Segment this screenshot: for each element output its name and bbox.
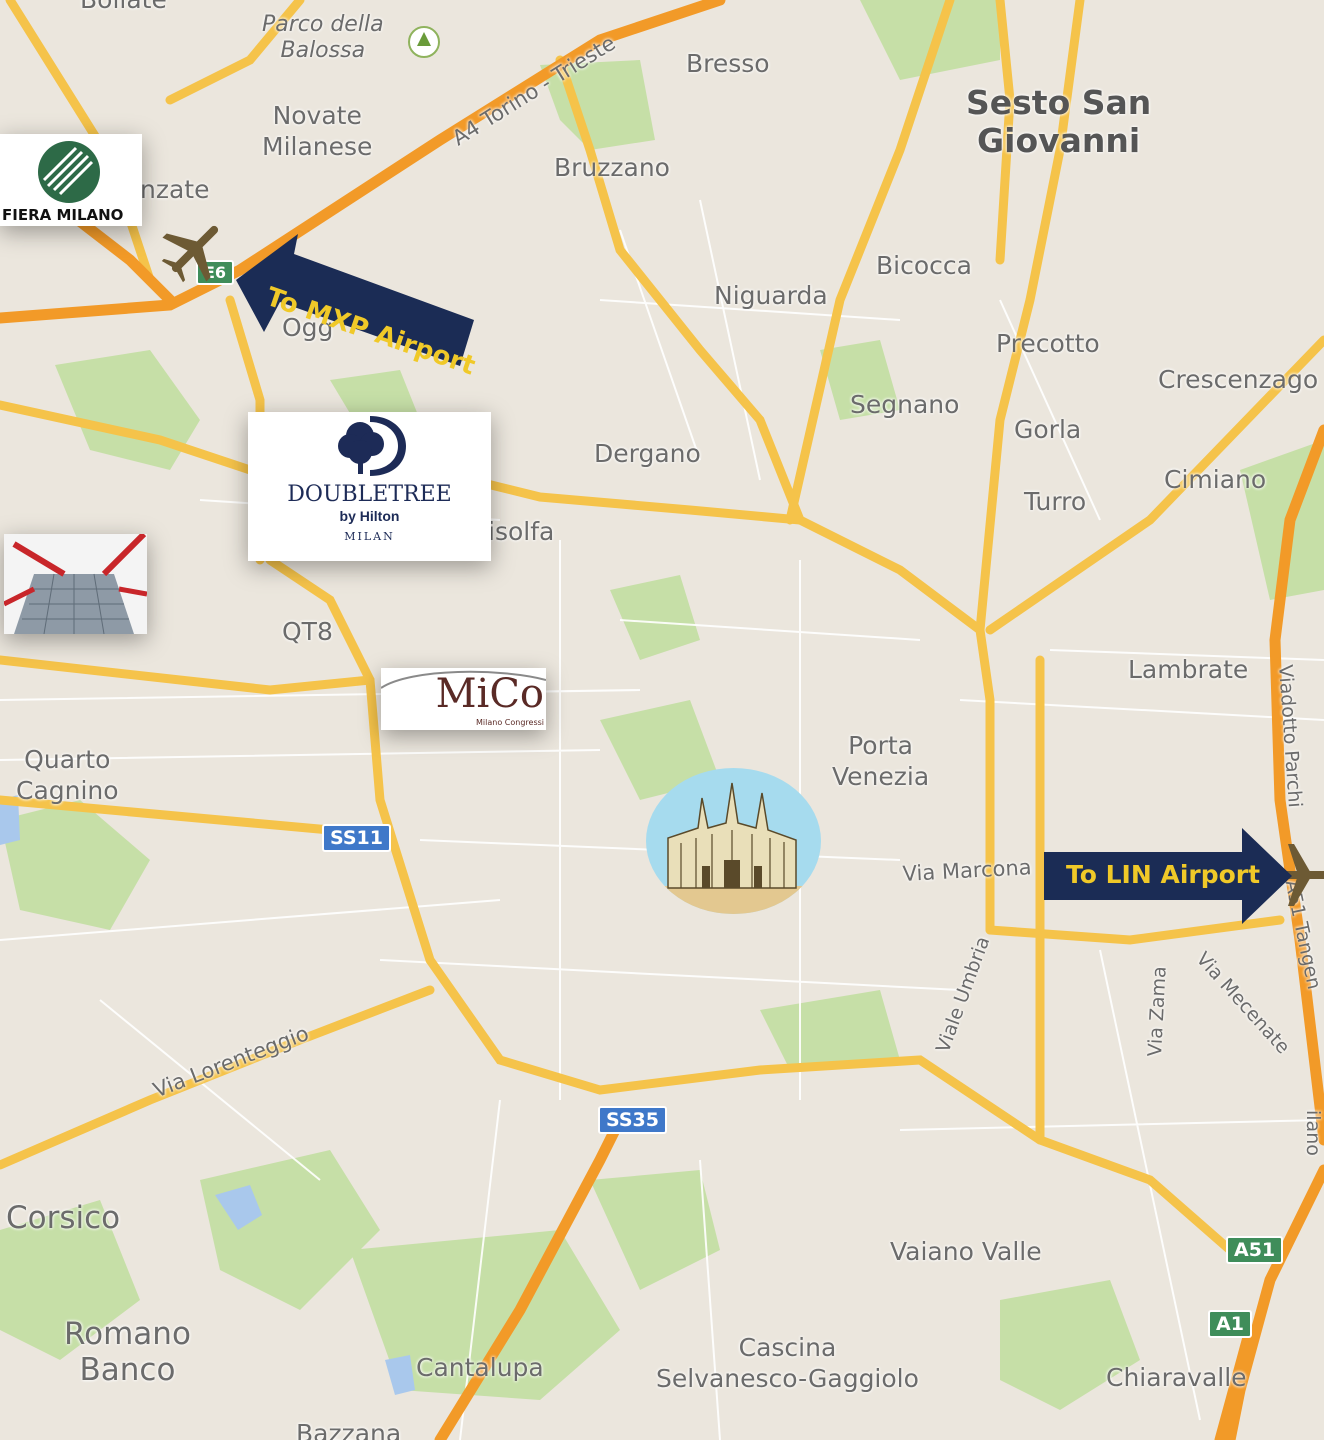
lin-airport-label: To LIN Airport	[1066, 860, 1261, 889]
place-qt8: QT8	[282, 617, 333, 646]
place-gorla: Gorla	[1014, 415, 1082, 444]
lin-airport-callout[interactable]: To LIN Airport	[1044, 828, 1292, 924]
shield-a51: A51	[1226, 1236, 1284, 1264]
place-cascina-selvanesco-gaggiolo: Cascina Selvanesco-Gaggiolo	[656, 1333, 919, 1393]
mico-swoosh-icon	[381, 670, 546, 689]
fiera-milano-label: FIERA MILANO	[2, 206, 124, 224]
doubletree-tree-icon	[337, 416, 406, 476]
place-porta-venezia: Porta Venezia	[832, 731, 930, 791]
place-bollate: Bollate	[80, 0, 167, 15]
place-romano-banco: Romano Banco	[64, 1316, 191, 1388]
place-dergano: Dergano	[594, 439, 701, 468]
place-segnano: Segnano	[850, 390, 960, 419]
doubletree-hilton-logo[interactable]: DOUBLETREE by Hilton MILAN	[248, 412, 491, 561]
place-parco-della-balossa: Parco della Balossa	[262, 12, 384, 63]
conference-building-image[interactable]	[2, 531, 148, 635]
place-bruzzano: Bruzzano	[554, 153, 670, 182]
place-cantalupa: Cantalupa	[416, 1353, 544, 1382]
fiera-milano-logo[interactable]: FIERA MILANO	[0, 134, 142, 226]
plane-icon	[160, 214, 230, 288]
road-label-milano: ilano	[1302, 1110, 1324, 1156]
place-bresso: Bresso	[686, 49, 770, 78]
place-crescenzago: Crescenzago	[1158, 365, 1319, 394]
place-sesto-san-giovanni: Sesto San Giovanni	[966, 83, 1152, 160]
place-cimiano: Cimiano	[1164, 465, 1267, 494]
place-corsico: Corsico	[6, 1200, 121, 1236]
mxp-airport-callout[interactable]: To MXP Airport	[234, 226, 479, 382]
place-bazzana: Bazzana	[296, 1419, 402, 1440]
shield-ss11: SS11	[322, 824, 391, 852]
place-precotto: Precotto	[996, 329, 1100, 358]
arrow-icon	[1044, 828, 1292, 924]
place-quarto-cagnino: Quarto Cagnino	[16, 745, 119, 805]
doubletree-name: DOUBLETREE	[287, 482, 452, 507]
mico-title: MiCo	[435, 671, 544, 717]
place-baranzate: nzate	[140, 175, 210, 204]
place-turro: Turro	[1024, 487, 1087, 516]
doubletree-by: by Hilton	[339, 508, 400, 524]
water-areas	[0, 795, 415, 1395]
shield-a1: A1	[1208, 1310, 1252, 1338]
place-bovisa-isolfa: isolfa	[488, 517, 555, 546]
shield-ss35: SS35	[598, 1106, 667, 1134]
road-label-zama: Via Zama	[1144, 965, 1171, 1058]
mico-logo[interactable]: MiCo Milano Congressi	[381, 668, 546, 730]
place-chiaravalle: Chiaravalle	[1106, 1363, 1247, 1392]
doubletree-city: MILAN	[344, 530, 395, 543]
place-bicocca: Bicocca	[876, 251, 972, 280]
place-lambrate: Lambrate	[1128, 655, 1249, 684]
arrow-icon	[236, 234, 474, 366]
building-icon	[2, 531, 148, 635]
place-vaiano-valle: Vaiano Valle	[890, 1237, 1042, 1266]
place-novate-milanese: Novate Milanese	[262, 101, 373, 161]
major-roads	[0, 0, 1324, 1255]
place-niguarda: Niguarda	[714, 281, 828, 310]
park-tree-icon	[408, 26, 440, 58]
mico-subtitle: Milano Congressi	[476, 718, 544, 727]
fiera-milano-emblem-icon	[38, 141, 100, 203]
cathedral-icon	[646, 782, 821, 914]
duomo-landmark-image[interactable]	[646, 768, 821, 914]
